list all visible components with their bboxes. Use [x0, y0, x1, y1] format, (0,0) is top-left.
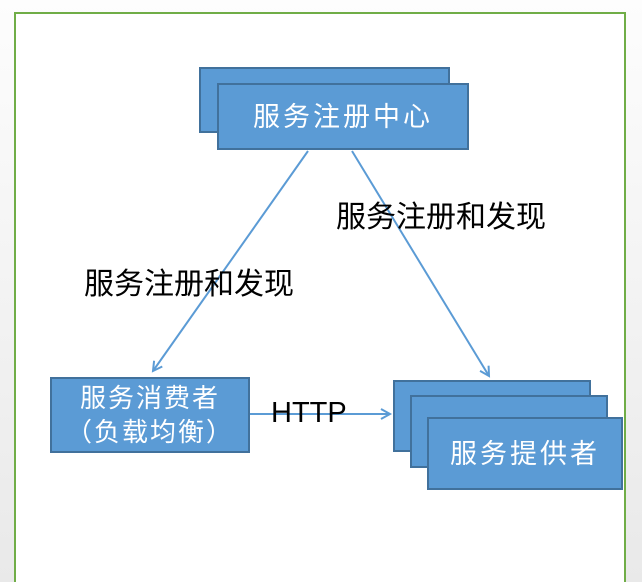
edge-label-registry-provider: 服务注册和发现 [336, 201, 546, 234]
provider-node: 服务提供者 [427, 417, 623, 490]
registry-node: 服务注册中心 [217, 83, 469, 150]
consumer-node: 服务消费者 （负载均衡） [50, 377, 250, 453]
consumer-node-label-line2: （负载均衡） [65, 417, 234, 447]
provider-node-label: 服务提供者 [450, 438, 600, 469]
consumer-node-label-line1: 服务消费者 [79, 383, 220, 413]
edge-label-http: HTTP [271, 397, 347, 429]
registry-node-label: 服务注册中心 [253, 101, 433, 132]
edge-label-registry-consumer: 服务注册和发现 [84, 268, 294, 301]
